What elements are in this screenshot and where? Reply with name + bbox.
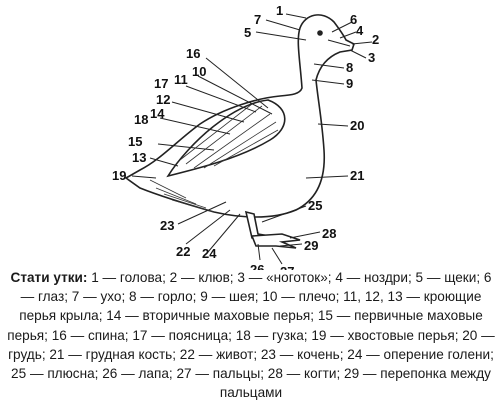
label-14: 14 [150, 106, 165, 121]
leader-lines [131, 13, 373, 265]
label-9: 9 [346, 76, 353, 91]
label-25: 25 [308, 198, 322, 213]
tail-feathers [149, 179, 215, 213]
label-19: 19 [112, 168, 126, 183]
label-13: 13 [132, 150, 146, 165]
label-3: 3 [368, 50, 375, 65]
label-8: 8 [346, 60, 353, 75]
label-26: 26 [250, 262, 264, 270]
duck-diagram: 1 7 5 6 4 2 3 8 9 20 21 16 10 17 11 12 1… [112, 3, 379, 270]
label-28: 28 [322, 226, 336, 241]
label-1: 1 [276, 3, 283, 18]
label-20: 20 [350, 118, 364, 133]
label-6: 6 [350, 12, 357, 27]
label-12: 12 [156, 92, 170, 107]
eye-mark [317, 30, 323, 36]
beak-line [327, 39, 351, 47]
caption-text: 1 — голова; 2 — клюв; 3 — «ноготок»; 4 —… [7, 270, 495, 401]
label-2: 2 [372, 32, 379, 47]
label-29: 29 [304, 238, 318, 253]
label-22: 22 [176, 244, 190, 259]
label-16: 16 [186, 46, 200, 61]
caption: Стати утки: 1 — голова; 2 — клюв; 3 — «н… [6, 268, 496, 402]
label-7: 7 [254, 12, 261, 27]
label-27: 27 [280, 264, 294, 270]
label-24: 24 [202, 246, 217, 261]
label-4: 4 [356, 23, 364, 38]
label-10: 10 [192, 64, 206, 79]
duck-wing [166, 99, 286, 178]
duck-foot [250, 233, 301, 249]
wing-feathers [179, 103, 279, 169]
label-23: 23 [160, 218, 174, 233]
label-15: 15 [128, 134, 142, 149]
label-18: 18 [134, 112, 148, 127]
label-5: 5 [244, 25, 251, 40]
label-17: 17 [154, 76, 168, 91]
label-11: 11 [174, 72, 188, 87]
caption-title: Стати утки: [10, 270, 88, 285]
label-21: 21 [350, 168, 364, 183]
